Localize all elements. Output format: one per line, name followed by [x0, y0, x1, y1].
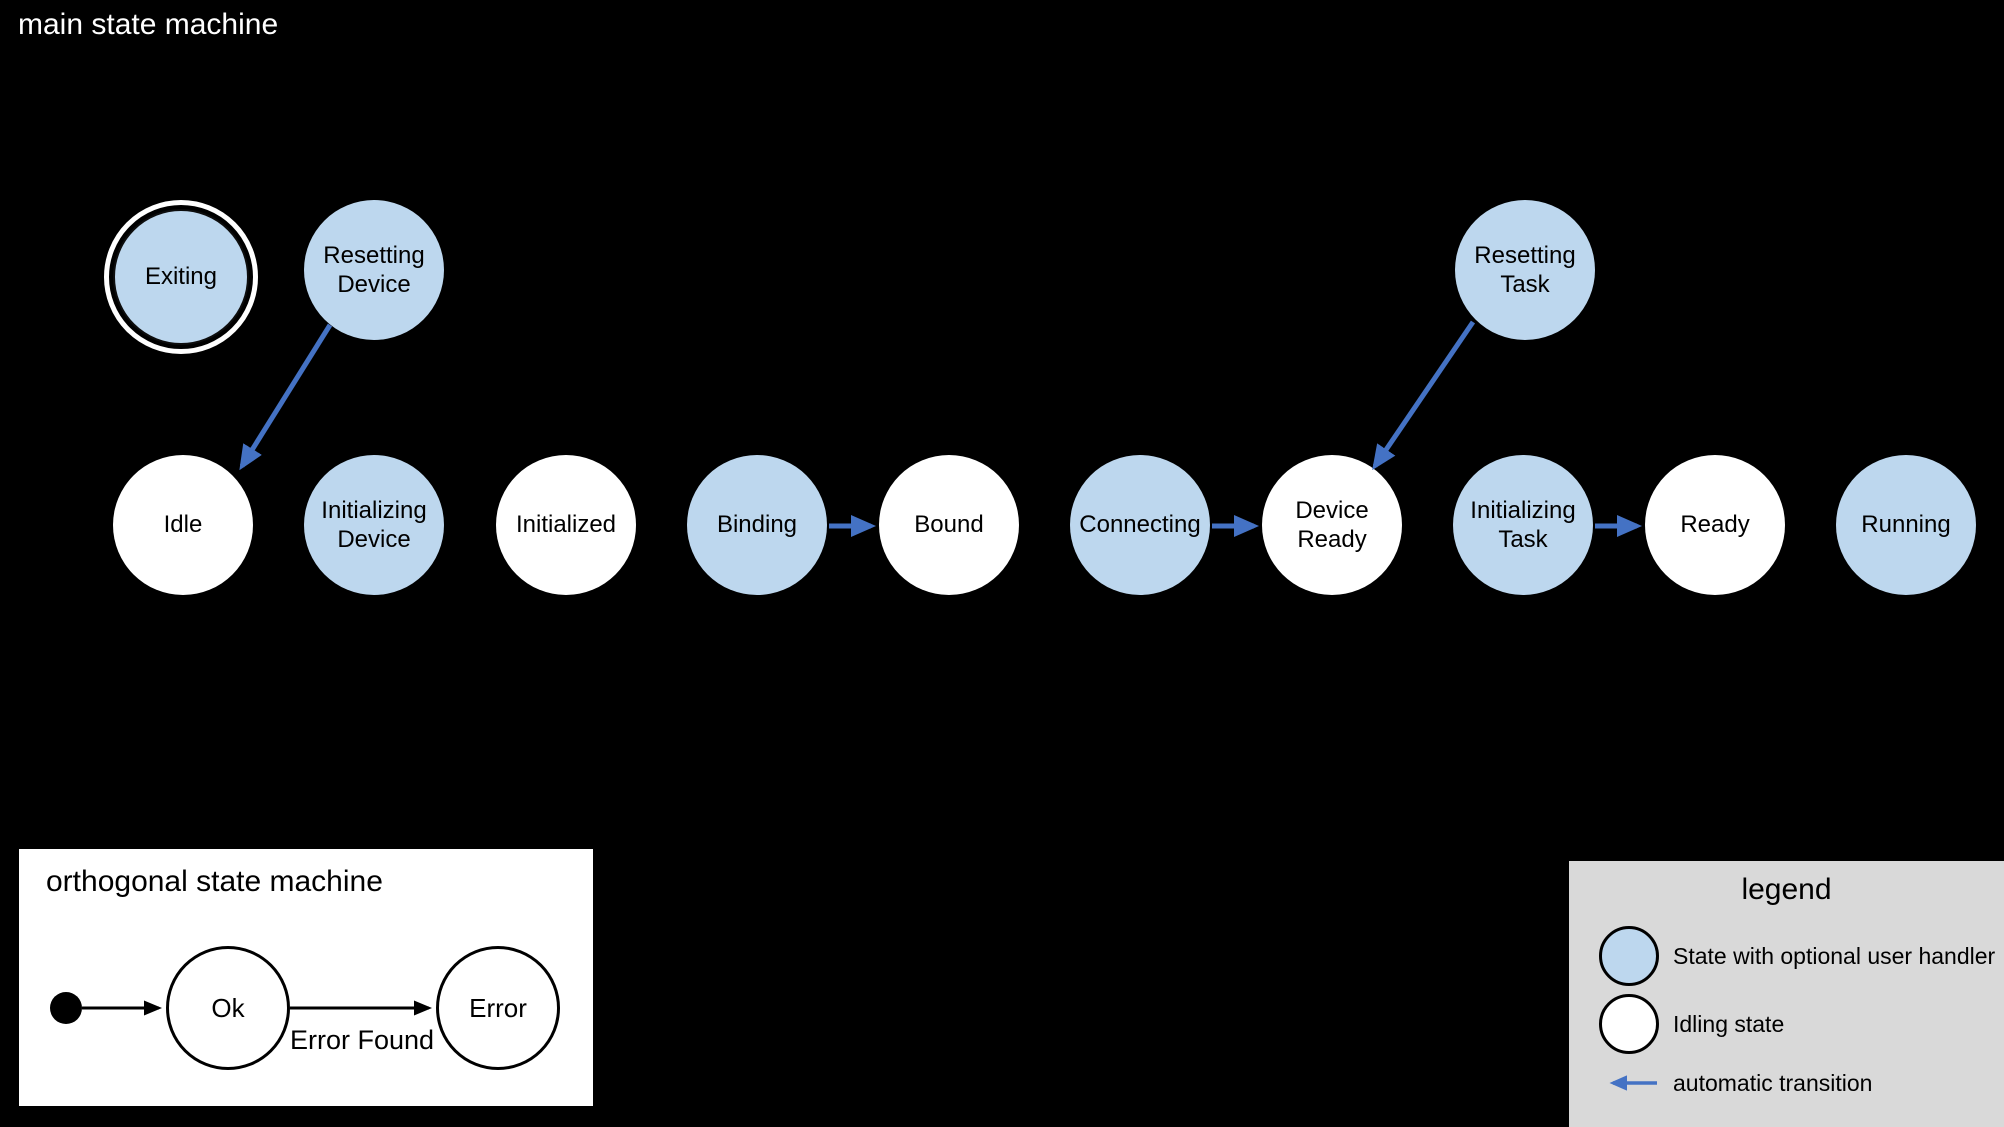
state-exiting-outer-ring: Exiting [104, 200, 258, 354]
state-label: Ok [211, 992, 245, 1023]
state-connecting: Connecting [1070, 455, 1210, 595]
state-initialized: Initialized [496, 455, 636, 595]
state-label: Initializing Device [321, 496, 427, 553]
state-label: Binding [716, 511, 798, 539]
state-exiting: Exiting [113, 209, 249, 345]
state-label: Ready [1680, 511, 1750, 539]
state-resetting-device: Resetting Device [304, 200, 444, 340]
state-label: Error [469, 992, 527, 1023]
transition-label-error-found: Error Found [289, 1025, 435, 1055]
legend-panel: legend State with optional user handler … [1569, 861, 2004, 1127]
state-label: Running [1861, 511, 1951, 539]
state-running: Running [1836, 455, 1976, 595]
legend-title: legend [1741, 873, 1832, 906]
state-error: Error [436, 946, 560, 1070]
legend-item-label: automatic transition [1673, 1069, 1873, 1096]
state-label: Connecting [1079, 511, 1201, 539]
legend-item-idling-state: Idling state [1599, 994, 1784, 1054]
state-ok: Ok [166, 946, 290, 1070]
state-label: Resetting Task [1474, 241, 1576, 298]
state-binding: Binding [687, 455, 827, 595]
state-label: Device Ready [1295, 496, 1369, 553]
state-label: Initializing Task [1470, 496, 1576, 553]
idling-state-swatch-icon [1599, 994, 1659, 1054]
state-label: Idle [163, 511, 203, 539]
initial-state-dot-icon [50, 992, 82, 1024]
state-idle: Idle [113, 455, 253, 595]
handler-state-swatch-icon [1599, 926, 1659, 986]
state-initializing-device: Initializing Device [304, 455, 444, 595]
legend-item-label: State with optional user handler [1673, 942, 1996, 969]
legend-item-label: Idling state [1673, 1010, 1785, 1037]
legend-item-automatic-transition: automatic transition [1599, 1068, 1872, 1098]
state-label: Exiting [144, 263, 218, 290]
state-bound: Bound [879, 455, 1019, 595]
orthogonal-panel-title: orthogonal state machine [46, 865, 383, 898]
state-label: Resetting Device [323, 241, 425, 298]
transition-arrow-resetting-device-to-idle-icon [239, 323, 333, 471]
transition-arrow-resetting-task-to-device-ready-icon [1372, 320, 1476, 471]
state-label: Initialized [515, 511, 617, 539]
state-resetting-task: Resetting Task [1455, 200, 1595, 340]
automatic-transition-swatch-icon [1599, 1075, 1659, 1091]
state-initializing-task: Initializing Task [1453, 455, 1593, 595]
state-device-ready: Device Ready [1262, 455, 1402, 595]
main-diagram-title: main state machine [18, 8, 279, 41]
orthogonal-state-machine-panel: orthogonal state machine Ok Error Error … [19, 849, 593, 1106]
state-label: Bound [914, 511, 984, 539]
state-ready: Ready [1645, 455, 1785, 595]
legend-item-handler-state: State with optional user handler [1599, 926, 1995, 986]
